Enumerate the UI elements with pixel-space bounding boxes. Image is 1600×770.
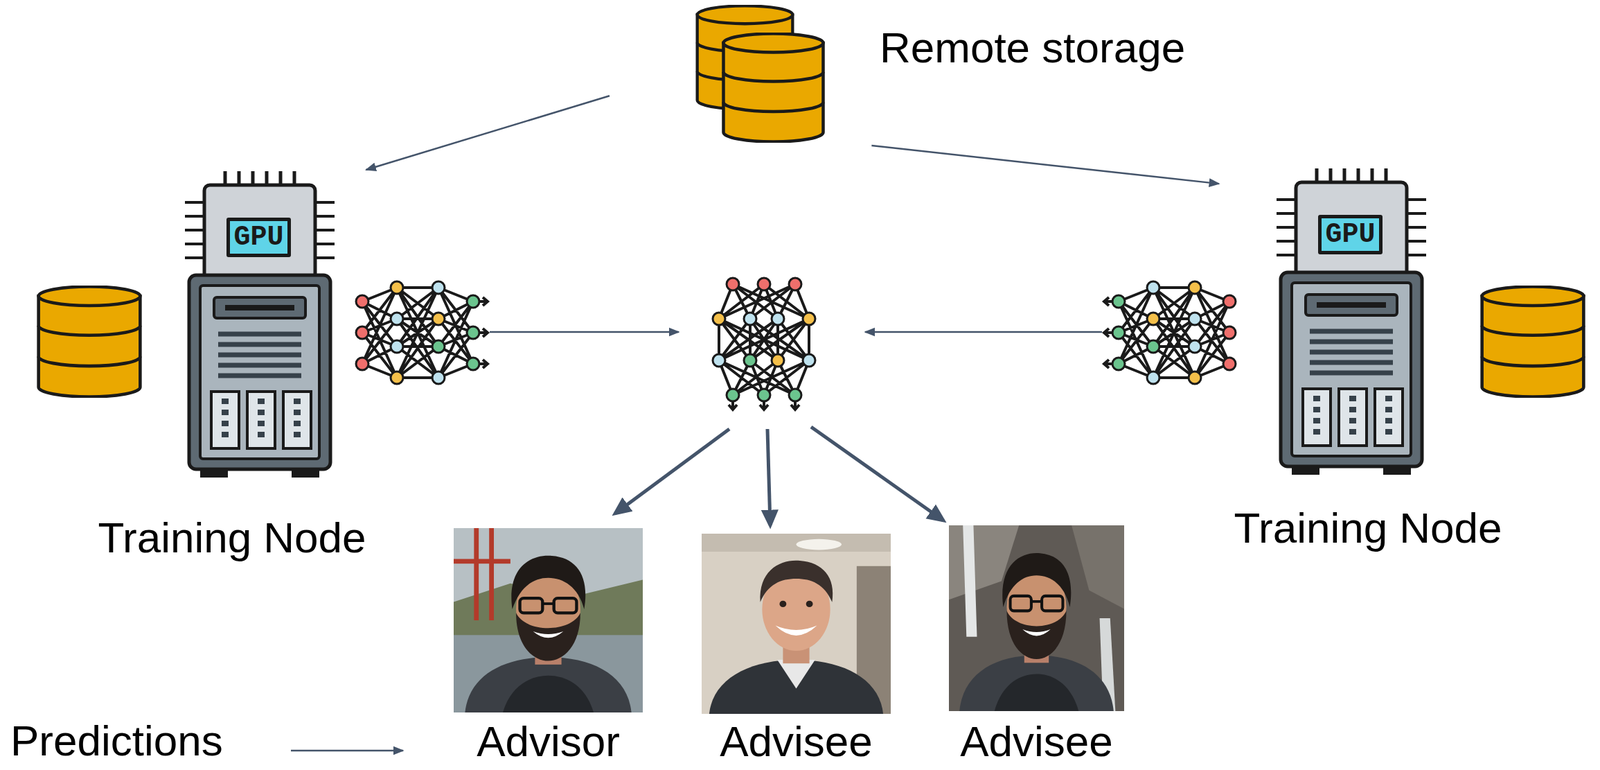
- connector-arrow: [366, 95, 611, 170]
- node-label: Remote storage: [879, 24, 1186, 72]
- training-node: Training Node GPU: [83, 169, 381, 562]
- node-label: Advisee: [960, 717, 1114, 765]
- gpu-chip: GPU: [1318, 214, 1383, 255]
- node-label: Advisee: [719, 717, 873, 765]
- storage-node: Remote storage: [609, 3, 1206, 146]
- training-node: Training Node GPU: [1219, 168, 1517, 552]
- gpu-chip: GPU: [226, 217, 291, 257]
- node-label: Training Node: [97, 513, 366, 562]
- chip-label: GPU: [233, 223, 284, 252]
- prediction-photo: Advisee: [948, 525, 1125, 765]
- chip-label: GPU: [1325, 220, 1375, 249]
- node-label: Training Node: [1233, 504, 1502, 552]
- node-label: Advisor: [476, 717, 620, 765]
- row-label: Predictions: [10, 716, 224, 764]
- prediction-photo: Advisor: [453, 527, 643, 765]
- connector-arrow: [871, 145, 1220, 184]
- prediction-photo: Advisee: [701, 533, 891, 765]
